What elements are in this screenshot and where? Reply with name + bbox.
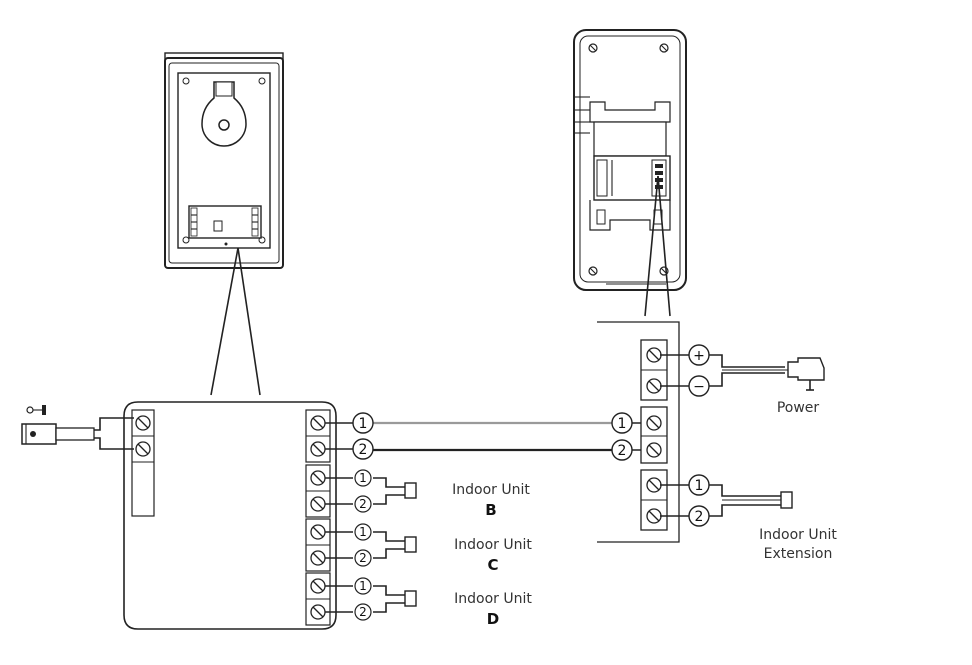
indoor-extension: 1 2 xyxy=(660,474,793,527)
indoor-monitor-back xyxy=(164,52,284,269)
indoor-unit-b-title: Indoor Unit xyxy=(452,482,530,498)
terminal-label: 2 xyxy=(359,551,367,565)
indoor-unit-d-title: Indoor Unit xyxy=(454,591,532,607)
power-minus-label: − xyxy=(693,379,705,395)
indoor-extension-label-line2: Extension xyxy=(764,546,833,562)
door-station-back xyxy=(573,29,687,291)
indoor-unit-b-label: Indoor Unit B xyxy=(452,482,530,519)
terminal-label: 1 xyxy=(695,478,704,494)
power-label: Power xyxy=(777,400,820,416)
station-terminal-panel xyxy=(597,321,680,543)
monitor-leader-lines xyxy=(210,247,261,396)
power-plus-label: + xyxy=(693,348,705,364)
indoor-unit-c-letter: C xyxy=(487,556,498,574)
terminal-label: 1 xyxy=(618,416,627,432)
terminal-label: 2 xyxy=(618,443,627,459)
bus-line-2 xyxy=(325,448,652,452)
indoor-extension-label-line1: Indoor Unit xyxy=(759,527,837,543)
terminal-label: 2 xyxy=(695,509,704,525)
electric-lock xyxy=(21,417,134,450)
station-bus-numbers: 1 2 xyxy=(611,412,633,461)
key-icon xyxy=(26,405,46,415)
indoor-unit-b-letter: B xyxy=(485,501,496,519)
station-leader-lines xyxy=(644,175,671,317)
terminal-label: 2 xyxy=(359,497,367,511)
terminal-label: 1 xyxy=(359,525,367,539)
terminal-label: 1 xyxy=(359,416,368,432)
indoor-unit-d-letter: D xyxy=(487,610,499,628)
power-supply: + − xyxy=(660,344,825,397)
monitor-terminal-block xyxy=(123,401,337,630)
branch-wires xyxy=(325,477,417,613)
indoor-unit-c-label: Indoor Unit C xyxy=(454,537,532,574)
terminal-label: 1 xyxy=(359,579,367,593)
terminal-label: 2 xyxy=(359,442,368,458)
terminal-label: 1 xyxy=(359,471,367,485)
monitor-terminal-numbers: 1 2 1 2 1 2 1 2 xyxy=(352,412,374,621)
terminal-label: 2 xyxy=(359,605,367,619)
indoor-unit-d-label: Indoor Unit D xyxy=(454,591,532,628)
indoor-unit-c-title: Indoor Unit xyxy=(454,537,532,553)
